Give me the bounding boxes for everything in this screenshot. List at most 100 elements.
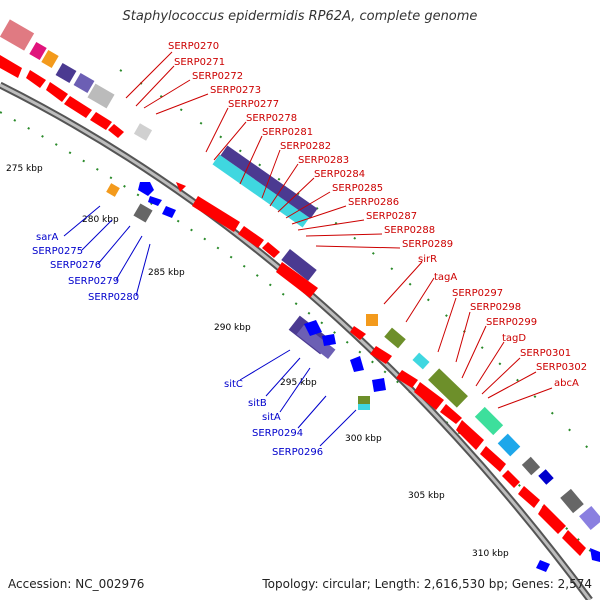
leader-line bbox=[305, 233, 383, 237]
cds-arrow bbox=[414, 382, 444, 410]
cds-arrow bbox=[562, 530, 586, 556]
feature-block bbox=[412, 352, 430, 370]
feature-track-reverse bbox=[106, 182, 600, 572]
leader-line bbox=[461, 325, 487, 379]
gene-label: SERP0281 bbox=[262, 127, 313, 138]
cds-track-forward bbox=[0, 55, 586, 556]
feature-block bbox=[428, 368, 468, 408]
gene-label: SERP0278 bbox=[246, 113, 297, 124]
cds-arrow bbox=[64, 96, 92, 118]
leader-line bbox=[115, 235, 143, 281]
leader-line bbox=[279, 367, 311, 413]
cds-arrow bbox=[456, 420, 484, 450]
cds-arrow bbox=[538, 504, 566, 534]
gene-label: SERP0288 bbox=[384, 225, 435, 236]
feature-block bbox=[29, 41, 47, 61]
leader-line bbox=[269, 163, 299, 207]
feature-block bbox=[358, 404, 370, 410]
scale-tick: 285 kbp bbox=[148, 268, 185, 278]
leader-line bbox=[319, 409, 357, 447]
feature-block bbox=[55, 62, 77, 84]
scale-tick: 275 kbp bbox=[6, 164, 43, 174]
accession-label: Accession: NC_002976 bbox=[8, 577, 145, 591]
leader-line bbox=[437, 297, 457, 353]
genome-summary: Topology: circular; Length: 2,616,530 bp… bbox=[262, 577, 592, 591]
gene-label: SERP0283 bbox=[298, 155, 349, 166]
gene-label: SERP0270 bbox=[168, 41, 219, 52]
feature-block bbox=[281, 249, 317, 281]
leader-line bbox=[481, 357, 521, 395]
cds-arrow bbox=[262, 242, 280, 258]
feature-block bbox=[73, 72, 95, 94]
gene-label: tagD bbox=[502, 333, 526, 344]
feature-block bbox=[497, 433, 521, 457]
leader-line bbox=[487, 371, 537, 399]
feature-block bbox=[538, 469, 554, 485]
gene-label: sitB bbox=[248, 398, 267, 409]
cds-arrow bbox=[0, 55, 22, 78]
gene-label: SERP0271 bbox=[174, 57, 225, 68]
forward-gene-labels: SERP0270 SERP0271 SERP0272 SERP0273 SERP… bbox=[125, 41, 587, 409]
gene-label: SERP0272 bbox=[192, 71, 243, 82]
cds-arrow bbox=[26, 70, 46, 88]
feature-block bbox=[41, 49, 59, 69]
leader-line bbox=[277, 177, 315, 213]
leader-line bbox=[135, 65, 175, 107]
feature-block bbox=[474, 406, 504, 436]
leader-line bbox=[239, 135, 263, 185]
leader-line bbox=[383, 261, 423, 305]
scale-ticks: 275 kbp 280 kbp 285 kbp 290 kbp 295 kbp … bbox=[6, 164, 509, 559]
cds-arrow bbox=[46, 82, 68, 102]
feature-block bbox=[0, 19, 35, 51]
feature-block bbox=[106, 183, 120, 197]
leader-line bbox=[205, 107, 229, 153]
cds-arrow bbox=[90, 112, 112, 130]
leader-line bbox=[297, 219, 365, 231]
reverse-cds-arrow bbox=[536, 560, 550, 572]
feature-block bbox=[366, 314, 378, 326]
feature-block bbox=[133, 203, 153, 223]
reverse-gene-labels: sarA SERP0275 SERP0276 SERP0279 SERP0280… bbox=[32, 205, 357, 458]
scale-tick: 295 kbp bbox=[280, 378, 317, 388]
leader-line bbox=[239, 349, 291, 381]
cds-arrow bbox=[176, 182, 186, 192]
leader-line bbox=[97, 225, 131, 265]
gene-label: sirR bbox=[418, 254, 437, 265]
leader-line bbox=[261, 149, 281, 199]
outer-dotted-ruler bbox=[0, 111, 600, 561]
gene-label: SERP0276 bbox=[50, 260, 101, 271]
leader-line bbox=[143, 79, 191, 109]
cds-arrow bbox=[480, 446, 506, 472]
gene-label: SERP0284 bbox=[314, 169, 365, 180]
leader-line bbox=[455, 311, 471, 363]
leader-line bbox=[135, 243, 151, 297]
leader-line bbox=[213, 121, 247, 161]
feature-block bbox=[212, 154, 310, 228]
genome-backbone-inner bbox=[0, 83, 592, 600]
gene-label: sarA bbox=[36, 232, 58, 243]
gene-label: SERP0287 bbox=[366, 211, 417, 222]
leader-line bbox=[497, 387, 553, 409]
feature-block bbox=[87, 83, 115, 109]
reverse-cds-arrow bbox=[304, 320, 322, 336]
feature-track-outer bbox=[0, 19, 600, 531]
gene-label: sitC bbox=[224, 379, 243, 390]
gene-label: SERP0298 bbox=[470, 302, 521, 313]
gene-label: SERP0294 bbox=[252, 428, 303, 439]
scale-tick: 305 kbp bbox=[408, 491, 445, 501]
leader-line bbox=[315, 245, 401, 249]
leader-line bbox=[405, 277, 435, 323]
gene-label: SERP0299 bbox=[486, 317, 537, 328]
scale-tick: 300 kbp bbox=[345, 434, 382, 444]
leader-line bbox=[125, 51, 173, 99]
leader-line bbox=[155, 93, 209, 115]
feature-block bbox=[133, 123, 153, 141]
cds-arrow bbox=[440, 404, 462, 424]
gene-label: tagA bbox=[434, 272, 457, 283]
reverse-cds-arrow bbox=[138, 182, 154, 196]
cds-arrow bbox=[276, 262, 318, 298]
feature-block bbox=[220, 145, 318, 219]
gene-label: SERP0297 bbox=[452, 288, 503, 299]
reverse-cds-arrow bbox=[322, 334, 336, 346]
